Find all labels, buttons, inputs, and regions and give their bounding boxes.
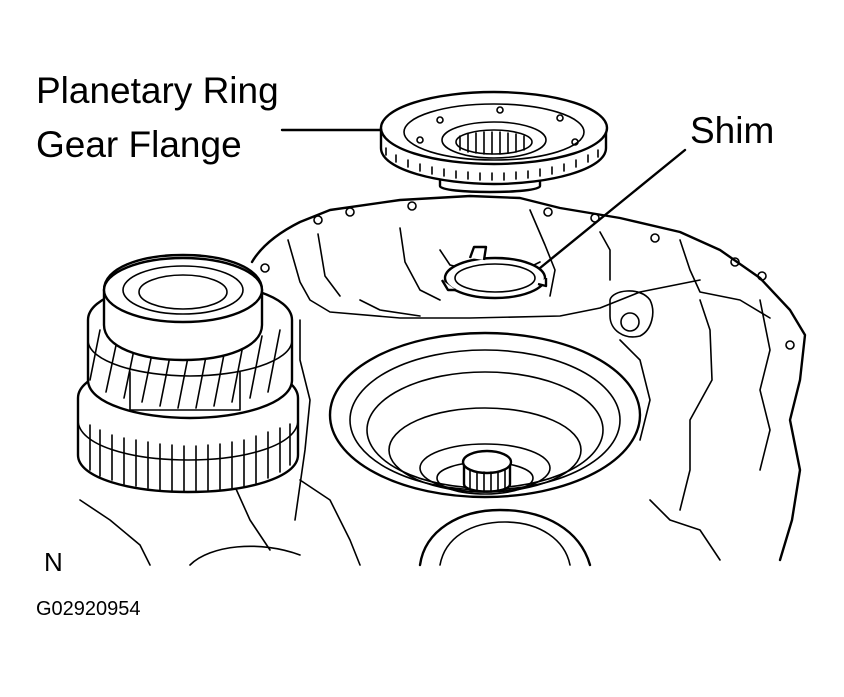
ring-gear-label-line1: Planetary Ring [36, 70, 279, 111]
transaxle-case [79, 194, 807, 566]
center-bore [328, 331, 642, 499]
planetary-ring-gear-flange [379, 90, 609, 194]
gear-stack [76, 253, 300, 494]
lower-bore [189, 508, 592, 567]
orientation-label: N [44, 547, 63, 577]
shim-label: Shim [690, 110, 775, 151]
ring-gear-label: Planetary Ring Gear Flange [36, 64, 279, 172]
shim-ring [440, 245, 548, 300]
ring-gear-label-line2: Gear Flange [36, 124, 242, 165]
figure-code: G02920954 [36, 598, 141, 620]
shim-leader-line [538, 148, 687, 270]
